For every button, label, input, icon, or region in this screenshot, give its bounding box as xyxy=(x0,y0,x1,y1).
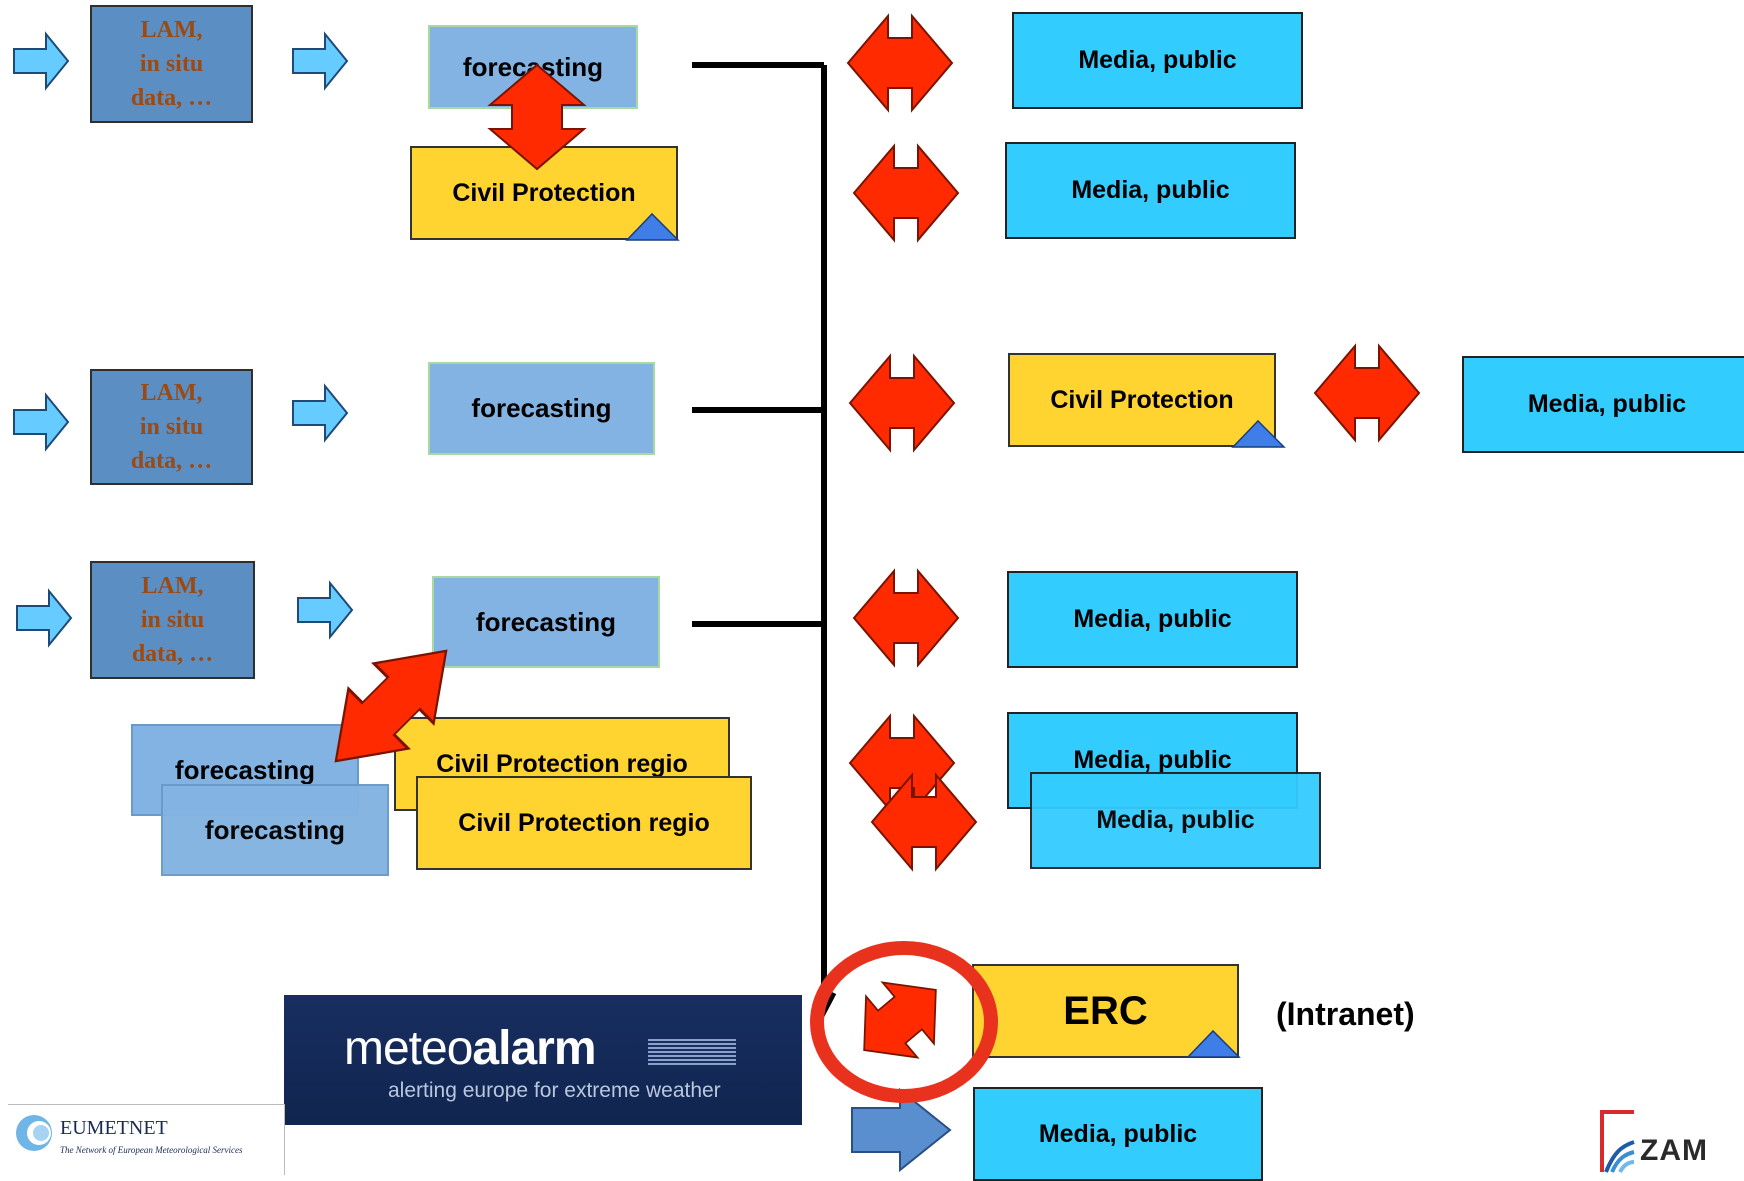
connector-arrowhead xyxy=(815,991,837,1019)
forecasting-regional-box-2: forecasting xyxy=(161,784,389,876)
double-arrow-1 xyxy=(847,15,953,111)
input-arrow-2 xyxy=(292,33,348,89)
meteoalarm-banner: meteoalarm alerting europe for extreme w… xyxy=(284,995,802,1125)
meteoalarm-bars-icon xyxy=(648,1039,736,1065)
media-public-box-2: Media, public xyxy=(1005,142,1296,239)
input-arrow-1 xyxy=(13,33,69,89)
media-public-box-7: Media, public xyxy=(973,1087,1263,1181)
zamg-logo-icon xyxy=(1600,1110,1635,1173)
forecasting-box-2: forecasting xyxy=(428,362,655,455)
forecasting-box-3: forecasting xyxy=(432,576,660,668)
eumetnet-globe-icon xyxy=(16,1115,52,1151)
zamg-logo-text: ZAM xyxy=(1640,1134,1708,1167)
civil-protection-regio-box-2: Civil Protection regio xyxy=(416,776,752,870)
input-arrow-6 xyxy=(297,582,353,638)
intranet-label: (Intranet) xyxy=(1276,996,1415,1032)
double-arrow-5 xyxy=(853,570,959,666)
civil-protection-box-1: Civil Protection xyxy=(410,146,678,240)
media-public-box-6: Media, public xyxy=(1030,772,1321,869)
double-arrow-4 xyxy=(1314,345,1420,441)
double-arrow-3 xyxy=(849,355,955,451)
media-public-box-3: Media, public xyxy=(1462,356,1744,453)
media-public-box-1: Media, public xyxy=(1012,12,1303,109)
eumetnet-subtitle: The Network of European Meteorological S… xyxy=(60,1145,243,1155)
output-arrow-media xyxy=(851,1087,952,1173)
input-arrow-4 xyxy=(292,385,348,441)
eumetnet-name: EUMETNET xyxy=(60,1117,168,1139)
meteoalarm-tagline: alerting europe for extreme weather xyxy=(388,1079,721,1102)
highlight-circle xyxy=(810,941,998,1103)
meteoalarm-logo-text: meteoalarm xyxy=(344,1022,597,1075)
eumetnet-logo: EUMETNET The Network of European Meteoro… xyxy=(8,1104,285,1175)
media-public-box-4: Media, public xyxy=(1007,571,1298,668)
input-arrow-5 xyxy=(16,590,72,646)
double-arrow-2 xyxy=(853,145,959,241)
double-arrow-erc xyxy=(837,958,963,1082)
forecasting-box-1: forecasting xyxy=(428,25,638,109)
input-arrow-3 xyxy=(13,394,69,450)
double-arrow-6 xyxy=(849,715,955,811)
civil-protection-box-2: Civil Protection xyxy=(1008,353,1276,447)
erc-box: ERC xyxy=(972,964,1239,1058)
double-arrow-7 xyxy=(871,774,977,870)
